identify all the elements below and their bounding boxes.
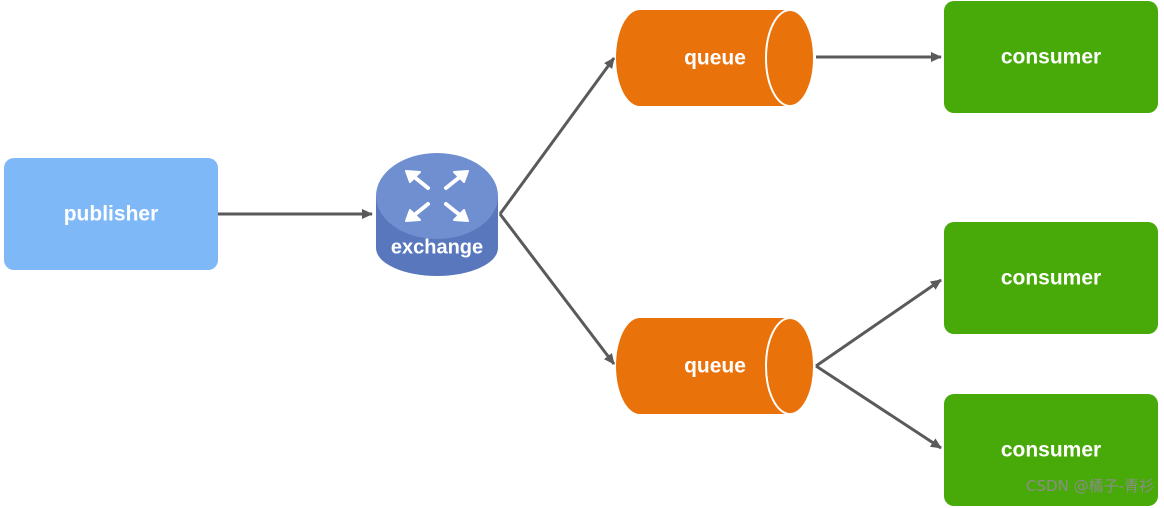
consumer-3-label: consumer (1001, 439, 1101, 462)
arrow-exchange-to-queue-bottom (498, 213, 616, 365)
arrow-queue-bottom-to-consumer-3 (815, 364, 942, 450)
publisher-node: publisher (4, 158, 218, 270)
queue-bottom-node: queue (616, 317, 815, 415)
queue-top-label: queue (684, 47, 746, 70)
consumer-node-1: consumer (944, 1, 1158, 113)
routing-arrows-icon (405, 170, 469, 222)
consumer-node-3: consumer (944, 394, 1158, 506)
exchange-label: exchange (391, 236, 483, 258)
consumer-2-label: consumer (1001, 267, 1101, 290)
arrow-exchange-to-queue-top (498, 57, 616, 215)
consumer-node-2: consumer (944, 222, 1158, 334)
queue-top-node: queue (616, 9, 815, 107)
publisher-label: publisher (64, 203, 159, 226)
queue-bottom-label: queue (684, 355, 746, 378)
arrow-queue-bottom-to-consumer-2 (815, 278, 942, 368)
connectors (218, 52, 942, 450)
watermark: CSDN @橘子-青衫 (1026, 477, 1154, 495)
exchange-node: exchange (376, 153, 498, 276)
consumer-1-label: consumer (1001, 46, 1101, 69)
